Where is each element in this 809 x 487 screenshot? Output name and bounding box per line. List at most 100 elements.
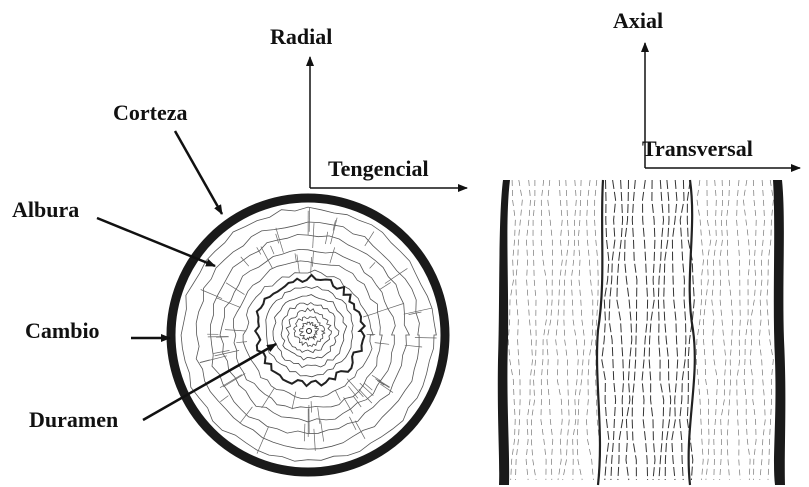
ray-line — [297, 255, 299, 273]
ray-line — [359, 389, 372, 403]
grain-line — [587, 180, 594, 480]
grain-line — [680, 180, 686, 480]
albura-leader-arrow — [97, 218, 215, 266]
ray-line — [236, 342, 247, 343]
grain-line — [516, 180, 523, 480]
grain-line — [750, 180, 756, 480]
cross-section-diagram — [171, 198, 445, 472]
growth-ring — [196, 222, 419, 449]
heartwood-ring — [294, 317, 325, 347]
heartwood-boundary — [255, 275, 365, 386]
ray-line — [225, 330, 246, 331]
ray-line — [405, 345, 422, 347]
grain-line — [658, 180, 663, 480]
growth-ring — [220, 249, 395, 422]
ray-line — [375, 343, 389, 345]
grain-line — [743, 180, 750, 480]
growth-ring — [181, 207, 436, 461]
corteza-label: Corteza — [113, 100, 188, 125]
duramen-label: Duramen — [29, 407, 118, 432]
grain-line — [556, 180, 563, 480]
ray-line — [370, 262, 376, 268]
grain-line — [720, 180, 726, 480]
radial-label: Radial — [270, 24, 332, 49]
grain-line — [563, 180, 570, 480]
growth-ring — [243, 270, 373, 398]
pith — [307, 329, 312, 334]
ray-line — [257, 247, 261, 254]
grain-line — [712, 180, 718, 480]
grain-line — [664, 180, 671, 480]
grain-line — [531, 180, 536, 480]
grain-line — [632, 180, 637, 480]
grain-line — [759, 180, 765, 480]
ray-line — [415, 338, 437, 339]
ray-line — [378, 304, 404, 313]
grain-line — [672, 180, 678, 480]
ray-line — [295, 253, 296, 262]
albura-label: Albura — [12, 197, 79, 222]
grain-line — [704, 180, 711, 480]
ray-line — [372, 375, 380, 380]
grain-line — [737, 180, 741, 480]
grain-line — [696, 180, 703, 480]
corteza-leader-arrow — [175, 131, 222, 214]
ray-line — [262, 388, 274, 408]
grain-line — [726, 180, 732, 480]
ray-line — [318, 407, 320, 423]
ray-line — [379, 380, 390, 387]
growth-rings — [181, 207, 436, 461]
right-bark-strip — [773, 180, 785, 485]
ray-line — [331, 218, 338, 244]
ray-line — [404, 308, 432, 314]
heartwood-ring — [299, 322, 318, 340]
ray-line — [223, 373, 245, 387]
ray-line — [220, 375, 242, 388]
ray-line — [330, 247, 335, 263]
longitudinal-section-diagram — [498, 180, 786, 485]
ray-line — [375, 379, 389, 388]
ray-line — [365, 232, 374, 246]
ray-line — [200, 360, 210, 363]
grain-line — [577, 180, 585, 480]
tengencial-label: Tengencial — [328, 156, 429, 181]
heartwood-ring — [273, 295, 347, 368]
ray-line — [363, 312, 377, 317]
transversal-label: Transversal — [642, 136, 753, 161]
wood-rays — [200, 208, 437, 454]
wood-grain-lines — [508, 180, 773, 480]
ray-line — [240, 407, 253, 423]
ray-line — [311, 401, 312, 412]
duramen-leader-arrow — [143, 344, 276, 420]
ray-line — [271, 246, 275, 254]
ray-line — [304, 424, 305, 442]
ray-line — [325, 232, 327, 244]
grain-line — [625, 180, 632, 480]
left-bark-strip — [498, 180, 510, 485]
ray-line — [201, 290, 222, 299]
ray-line — [261, 247, 272, 269]
heartwood-rings — [266, 286, 353, 376]
cambio-label: Cambio — [25, 318, 100, 343]
grain-line — [547, 180, 553, 480]
heartwood-left-boundary — [597, 180, 603, 485]
grain-line — [617, 180, 624, 480]
ray-line — [292, 392, 296, 410]
ray-line — [226, 283, 244, 295]
grain-line — [649, 180, 655, 480]
ray-line — [321, 420, 324, 441]
grain-line — [642, 180, 648, 480]
ray-line — [312, 251, 313, 267]
grain-line — [541, 180, 548, 480]
ray-line — [335, 390, 340, 400]
ray-line — [217, 298, 241, 308]
heartwood-right-boundary — [689, 180, 695, 485]
grain-line — [508, 180, 515, 480]
ray-line — [344, 397, 353, 413]
heartwood-ring — [266, 286, 353, 376]
axial-label: Axial — [613, 8, 663, 33]
grain-line — [609, 180, 616, 480]
ray-line — [220, 396, 228, 402]
grain-line — [767, 180, 774, 480]
ray-line — [355, 421, 365, 439]
